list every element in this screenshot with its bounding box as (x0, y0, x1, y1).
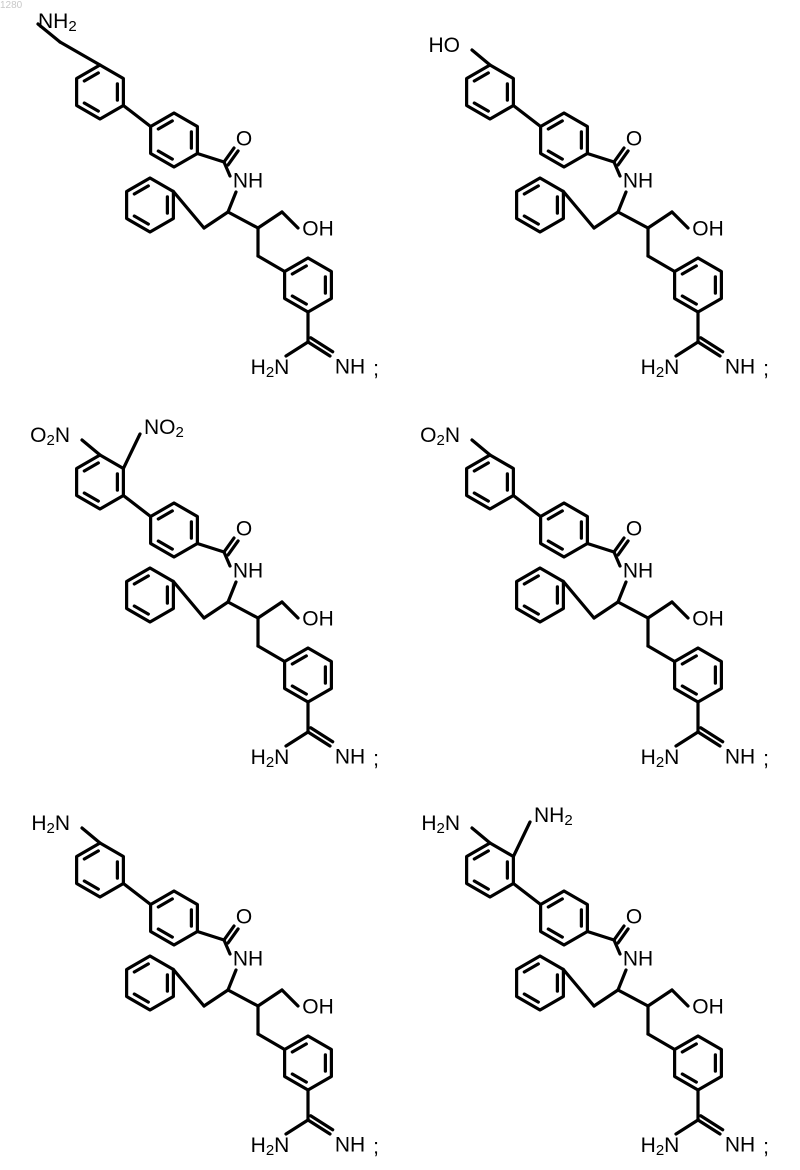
amidine-imine-label: NH (725, 1134, 755, 1157)
amide-nh-label: NH (623, 948, 653, 971)
para-substituent-label: HO (429, 34, 461, 57)
ring-a (77, 65, 124, 119)
amidine-nh2-label: H2N (641, 356, 680, 381)
ring-a (467, 843, 514, 897)
amidine-imine-label: NH (335, 356, 365, 379)
amidine-imine-label: NH (725, 746, 755, 769)
hydroxyl-label: OH (692, 608, 724, 631)
amidine-nh2-label: H2N (641, 1134, 680, 1159)
amidine-imine-label: NH (725, 356, 755, 379)
hydroxyl-label: OH (302, 608, 334, 631)
phenyl-ring (517, 178, 564, 232)
ring-a (77, 455, 124, 509)
benzamidine-ring (675, 258, 722, 312)
para-substituent-label: O2N (420, 424, 460, 449)
separator-semicolon: ; (763, 748, 769, 771)
molecule-4: O NH OH H2N NH; O2N (420, 424, 769, 771)
amide-oxygen-label: O (626, 518, 642, 541)
hydroxyl-label: OH (692, 996, 724, 1019)
separator-semicolon: ; (763, 1136, 769, 1159)
para-substituent-label: O2N (30, 424, 70, 449)
phenyl-ring (517, 956, 564, 1010)
ring-b (541, 891, 588, 945)
amidine-nh2-label: H2N (251, 1134, 290, 1159)
ortho-substituent-label: NO2 (144, 416, 184, 441)
benzamidine-ring (285, 258, 332, 312)
amidine-nh2-label: H2N (251, 746, 290, 771)
benzamidine-ring (285, 1036, 332, 1090)
molecule-3: O NH OH H2N NH; O2N NO2 (30, 416, 379, 771)
hydroxyl-label: OH (302, 218, 334, 241)
hydroxyl-label: OH (302, 996, 334, 1019)
molecule-6: O NH OH H2N NH; H2N NH2 (421, 804, 769, 1159)
ring-a (467, 455, 514, 509)
separator-semicolon: ; (373, 358, 379, 381)
molecule-1: O NH OH H2N NH; NH2 (38, 10, 379, 381)
molecule-2: O NH OH H2N NH; HO (429, 34, 769, 381)
amidine-imine-label: NH (335, 1134, 365, 1157)
amidine-nh2-label: H2N (251, 356, 290, 381)
phenyl-ring (127, 178, 174, 232)
benzamidine-ring (675, 1036, 722, 1090)
amide-oxygen-label: O (236, 128, 252, 151)
amide-oxygen-label: O (236, 518, 252, 541)
benzamidine-ring (675, 648, 722, 702)
amide-nh-label: NH (233, 560, 263, 583)
amide-nh-label: NH (623, 560, 653, 583)
ring-b (151, 503, 198, 557)
ring-b (151, 113, 198, 167)
ring-b (541, 503, 588, 557)
phenyl-ring (517, 568, 564, 622)
amide-nh-label: NH (233, 948, 263, 971)
ring-a (77, 843, 124, 897)
molecule-5: O NH OH H2N NH; H2N (31, 812, 379, 1159)
phenyl-ring (127, 568, 174, 622)
benzamidine-ring (285, 648, 332, 702)
ring-b (151, 891, 198, 945)
amide-nh-label: NH (233, 170, 263, 193)
hydroxyl-label: OH (692, 218, 724, 241)
ring-b (541, 113, 588, 167)
amide-oxygen-label: O (236, 906, 252, 929)
para-substituent-label: H2N (31, 812, 70, 837)
amidine-nh2-label: H2N (641, 746, 680, 771)
phenyl-ring (127, 956, 174, 1010)
ring-a (467, 65, 514, 119)
ortho-substituent-label: NH2 (534, 804, 573, 829)
amidine-imine-label: NH (335, 746, 365, 769)
amide-oxygen-label: O (626, 906, 642, 929)
aminomethyl-nh2-label: NH2 (38, 10, 77, 35)
para-substituent-label: H2N (421, 812, 460, 837)
amide-nh-label: NH (623, 170, 653, 193)
amide-oxygen-label: O (626, 128, 642, 151)
separator-semicolon: ; (373, 748, 379, 771)
separator-semicolon: ; (763, 358, 769, 381)
separator-semicolon: ; (373, 1136, 379, 1159)
